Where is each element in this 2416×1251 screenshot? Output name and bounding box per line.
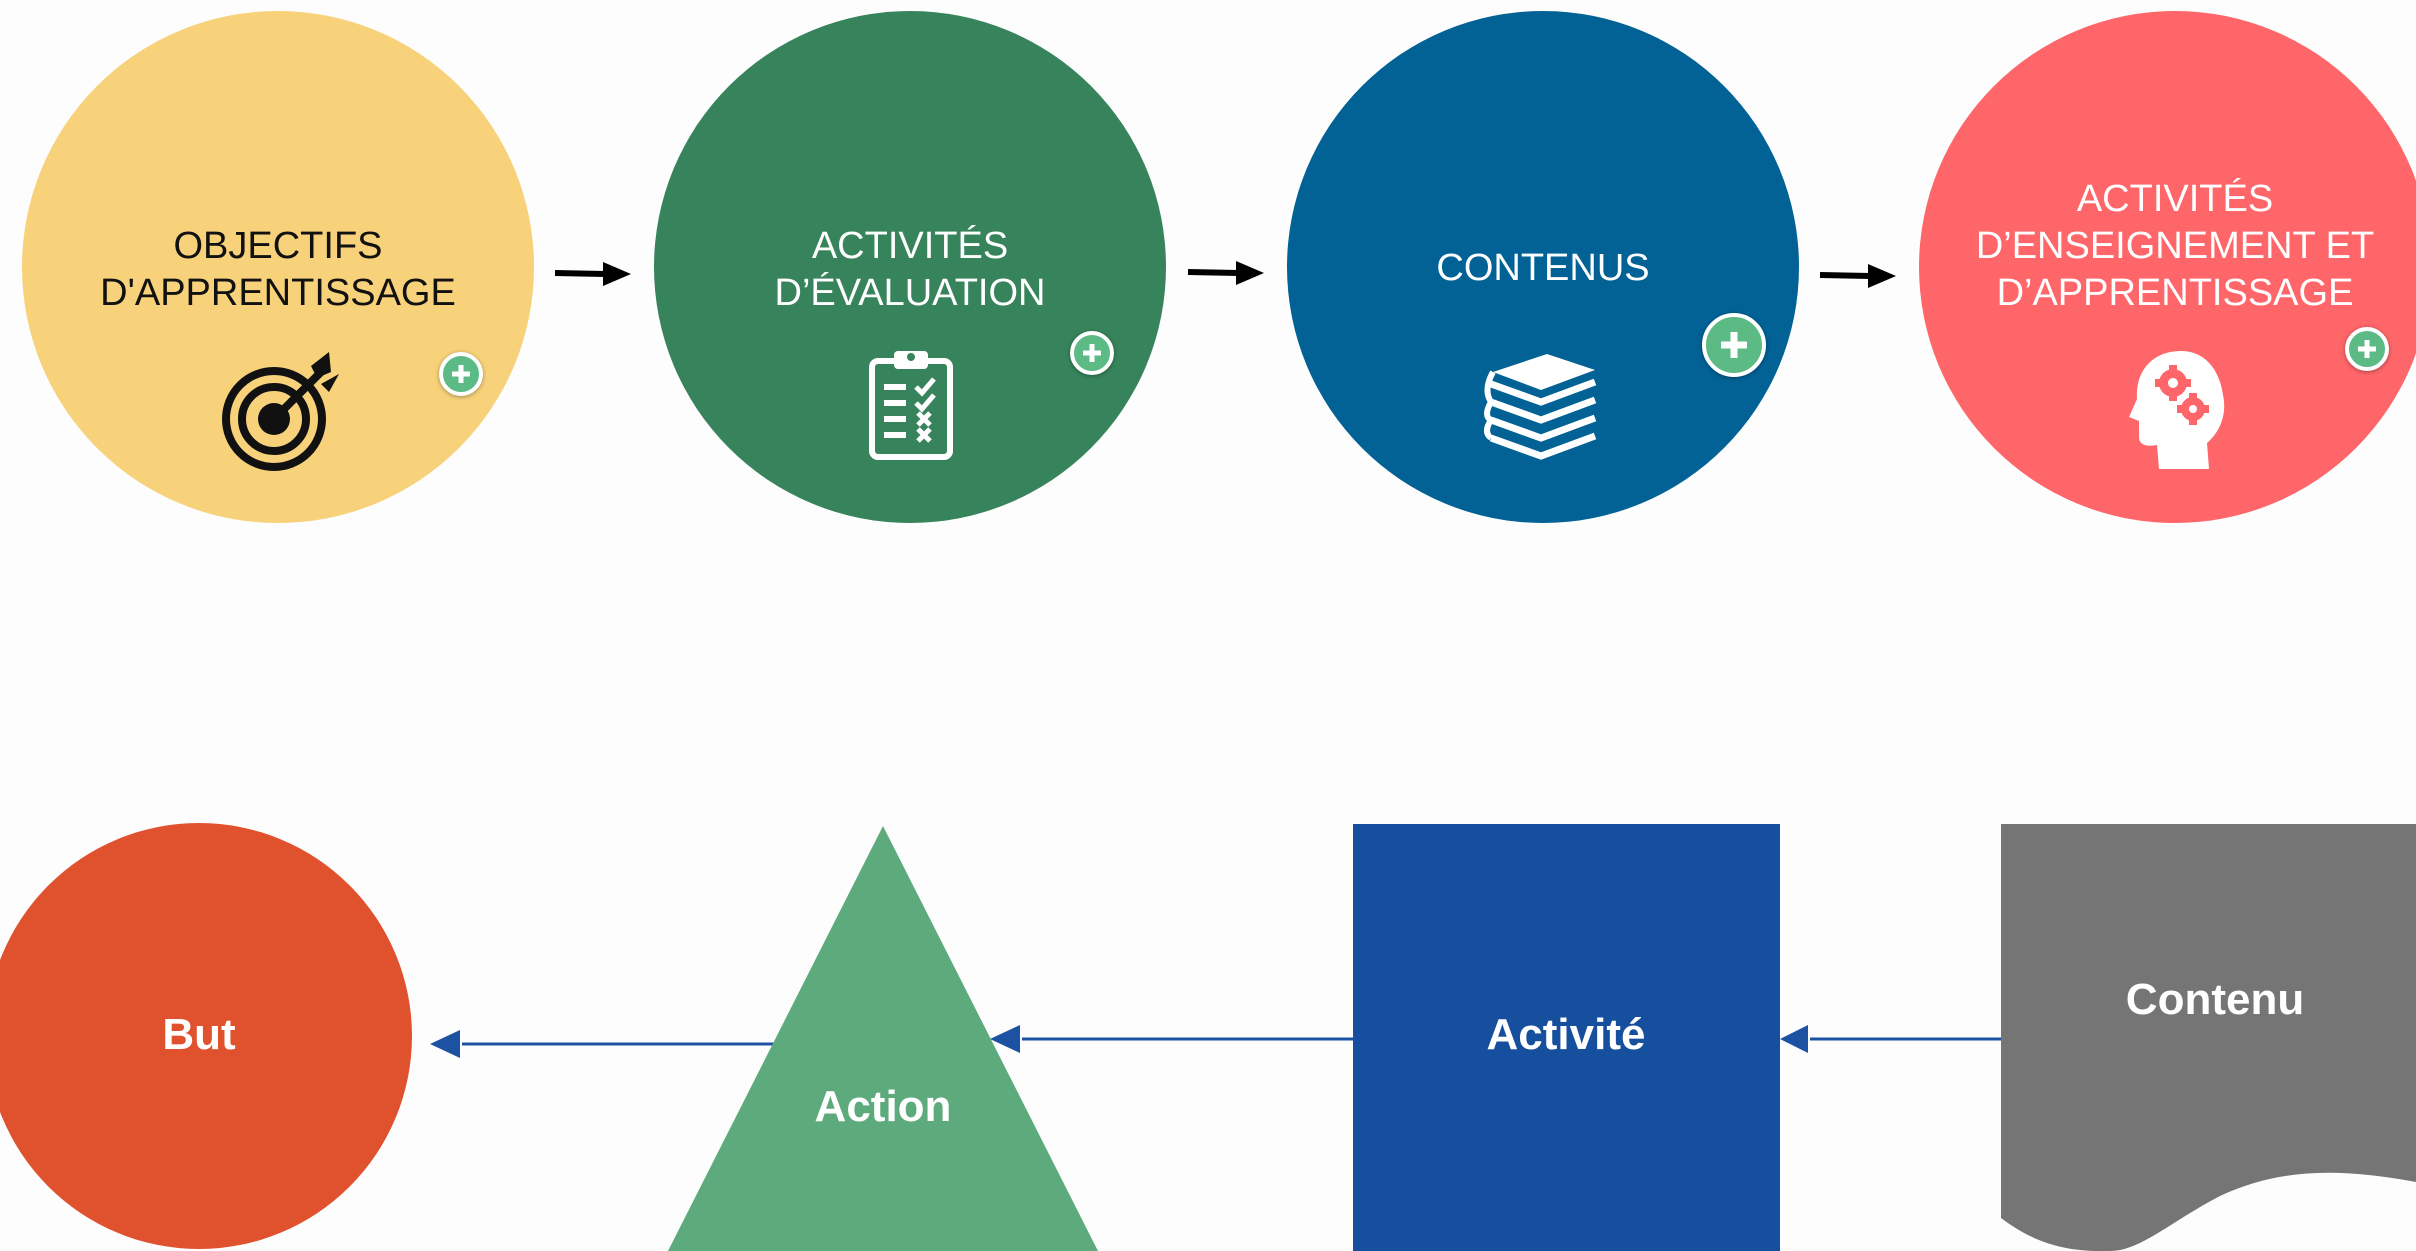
step-contenus-label: CONTENUS bbox=[1436, 247, 1650, 289]
arrowhead-left-icon bbox=[430, 1030, 460, 1058]
contenu-label: Contenu bbox=[2125, 975, 2305, 1024]
but-label: But bbox=[162, 1010, 236, 1059]
arrow-right-icon bbox=[1819, 264, 1896, 288]
add-evaluation-button[interactable] bbox=[1070, 331, 1114, 375]
add-enseignement-button[interactable] bbox=[2345, 327, 2389, 371]
step-objectifs-circle: OBJECTIFS D'APPRENTISSAGE bbox=[22, 11, 534, 523]
contenu-node bbox=[2001, 824, 2416, 1251]
arrow-right-icon bbox=[1187, 261, 1264, 285]
step-enseignement-label: ACTIVITÉS D’ENSEIGNEMENT ET D’APPRENTISS… bbox=[1975, 178, 2375, 314]
books-stack-icon bbox=[1484, 354, 1597, 460]
arrowhead-left-icon bbox=[990, 1025, 1020, 1053]
action-label: Action bbox=[814, 1082, 952, 1131]
add-objectifs-button[interactable] bbox=[439, 352, 483, 396]
step-contenus-circle: CONTENUS bbox=[1287, 11, 1799, 523]
arrowhead-left-icon bbox=[1780, 1025, 1808, 1053]
action-node bbox=[668, 826, 1098, 1251]
step-enseignement-circle: ACTIVITÉS D’ENSEIGNEMENT ET D’APPRENTISS… bbox=[1919, 11, 2416, 523]
head-gears-icon bbox=[2129, 351, 2225, 469]
arrow-right-icon bbox=[554, 262, 631, 286]
activite-label: Activité bbox=[1486, 1010, 1646, 1059]
step-evaluation-circle: ACTIVITÉS D’ÉVALUATION bbox=[654, 11, 1166, 523]
add-contenus-button[interactable] bbox=[1702, 313, 1766, 377]
target-icon bbox=[222, 352, 339, 471]
step-evaluation-label: ACTIVITÉS D’ÉVALUATION bbox=[774, 225, 1046, 314]
step-objectifs-label: OBJECTIFS D'APPRENTISSAGE bbox=[100, 225, 456, 314]
clipboard-checklist-icon bbox=[869, 351, 953, 460]
but-node bbox=[0, 823, 412, 1249]
activite-node bbox=[1353, 824, 1780, 1251]
